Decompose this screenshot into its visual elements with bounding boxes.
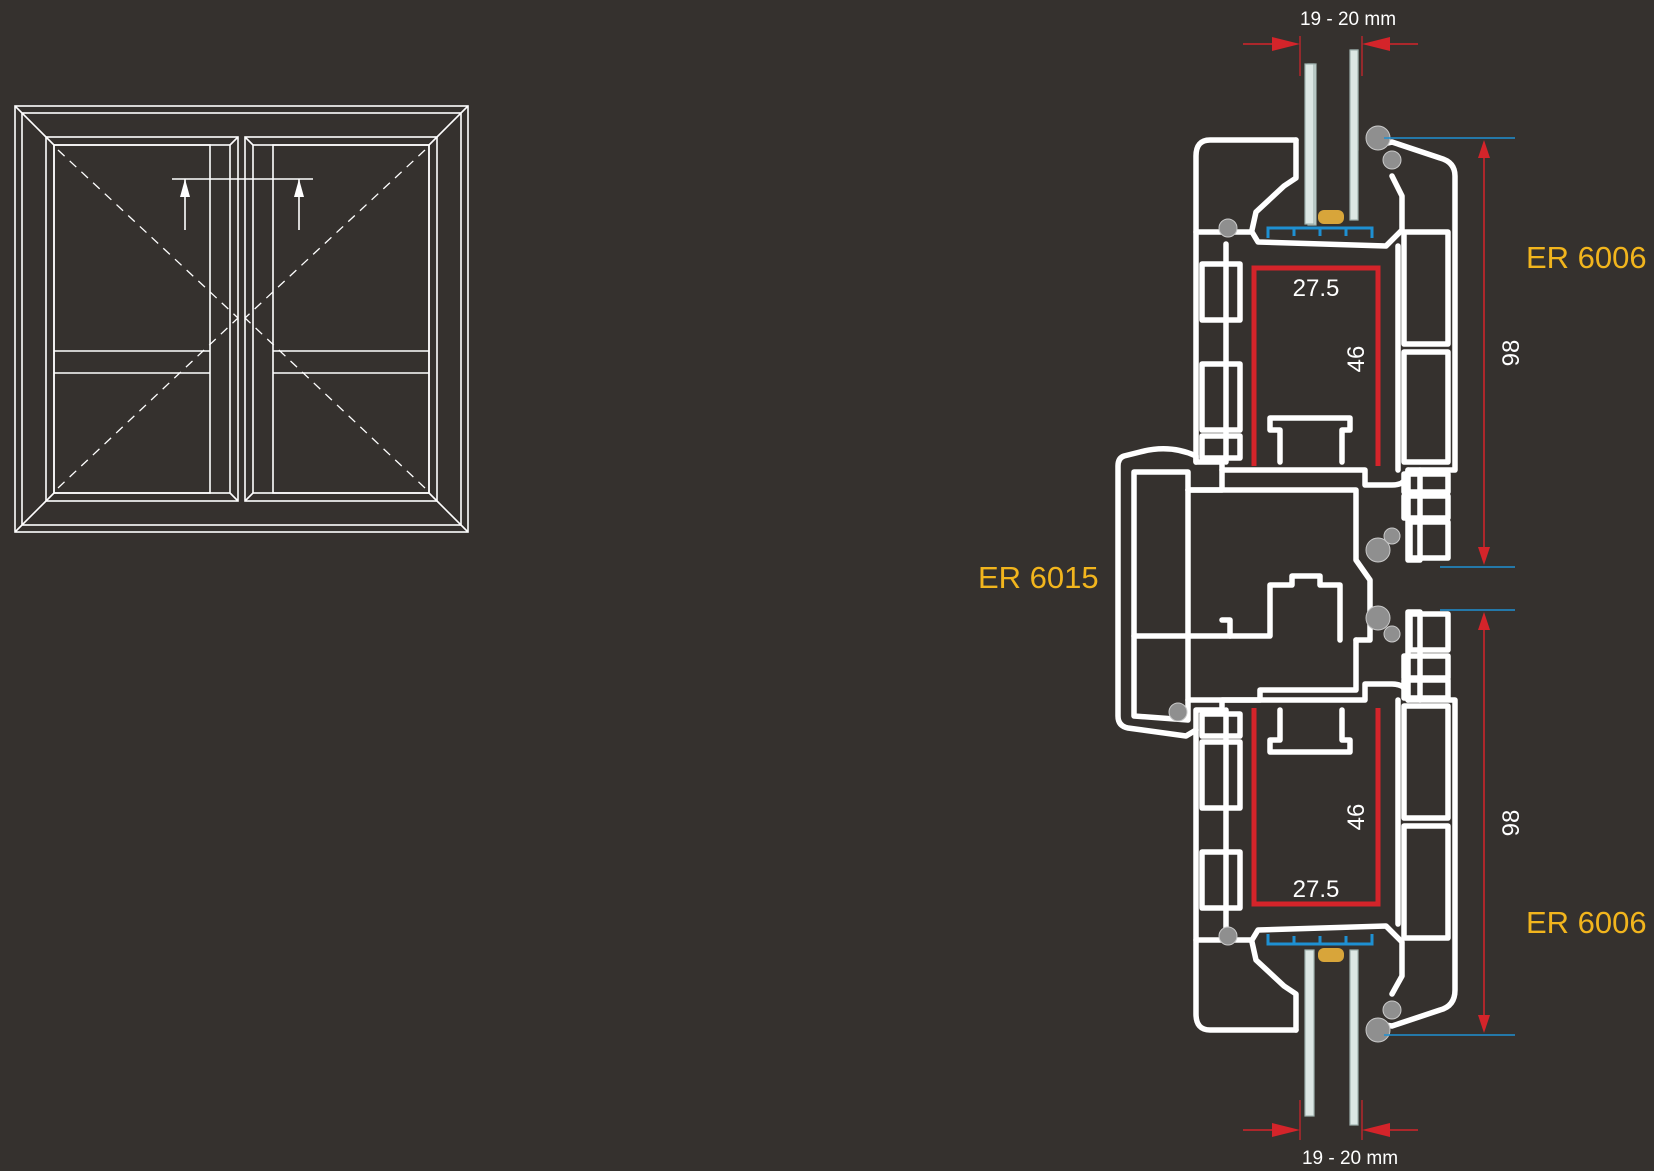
reinforcement-width-bottom: 27.5 <box>1293 876 1340 903</box>
glazing-block-top <box>1318 210 1344 224</box>
label-sash-top: ER 6006 <box>1526 240 1647 275</box>
glass-pane-bottom-left <box>1305 950 1314 1116</box>
reinforcement-width-top: 27.5 <box>1293 275 1340 302</box>
outer-frame-inner-line <box>22 113 461 525</box>
reinforcement-height-top: 46 <box>1343 346 1370 373</box>
glass-thickness-label-bottom: 19 - 20 mm <box>1302 1148 1398 1169</box>
mullion-profile <box>1118 449 1370 736</box>
opening-direction-lines <box>58 150 425 488</box>
label-sash-bottom: ER 6006 <box>1526 905 1647 940</box>
profile-cross-section: 19 - 20 mm 19 - 20 mm 27.5 27.5 46 46 98… <box>978 9 1647 1169</box>
sash-height-top: 98 <box>1498 340 1525 367</box>
sash-profile-top <box>1196 140 1455 560</box>
glass-pane-bottom-right <box>1350 950 1358 1125</box>
opening-arrows <box>172 179 313 230</box>
glass-thickness-label-top: 19 - 20 mm <box>1300 9 1396 30</box>
reinforcement-height-bottom: 46 <box>1343 804 1370 831</box>
glazing-block-bottom <box>1318 948 1344 962</box>
label-mullion: ER 6015 <box>978 560 1099 595</box>
sash-height-bottom: 98 <box>1498 810 1525 837</box>
sash-profile-bottom <box>1196 612 1455 1030</box>
extension-lines <box>1300 36 1515 1140</box>
window-elevation <box>15 106 468 532</box>
outer-frame <box>15 106 468 532</box>
